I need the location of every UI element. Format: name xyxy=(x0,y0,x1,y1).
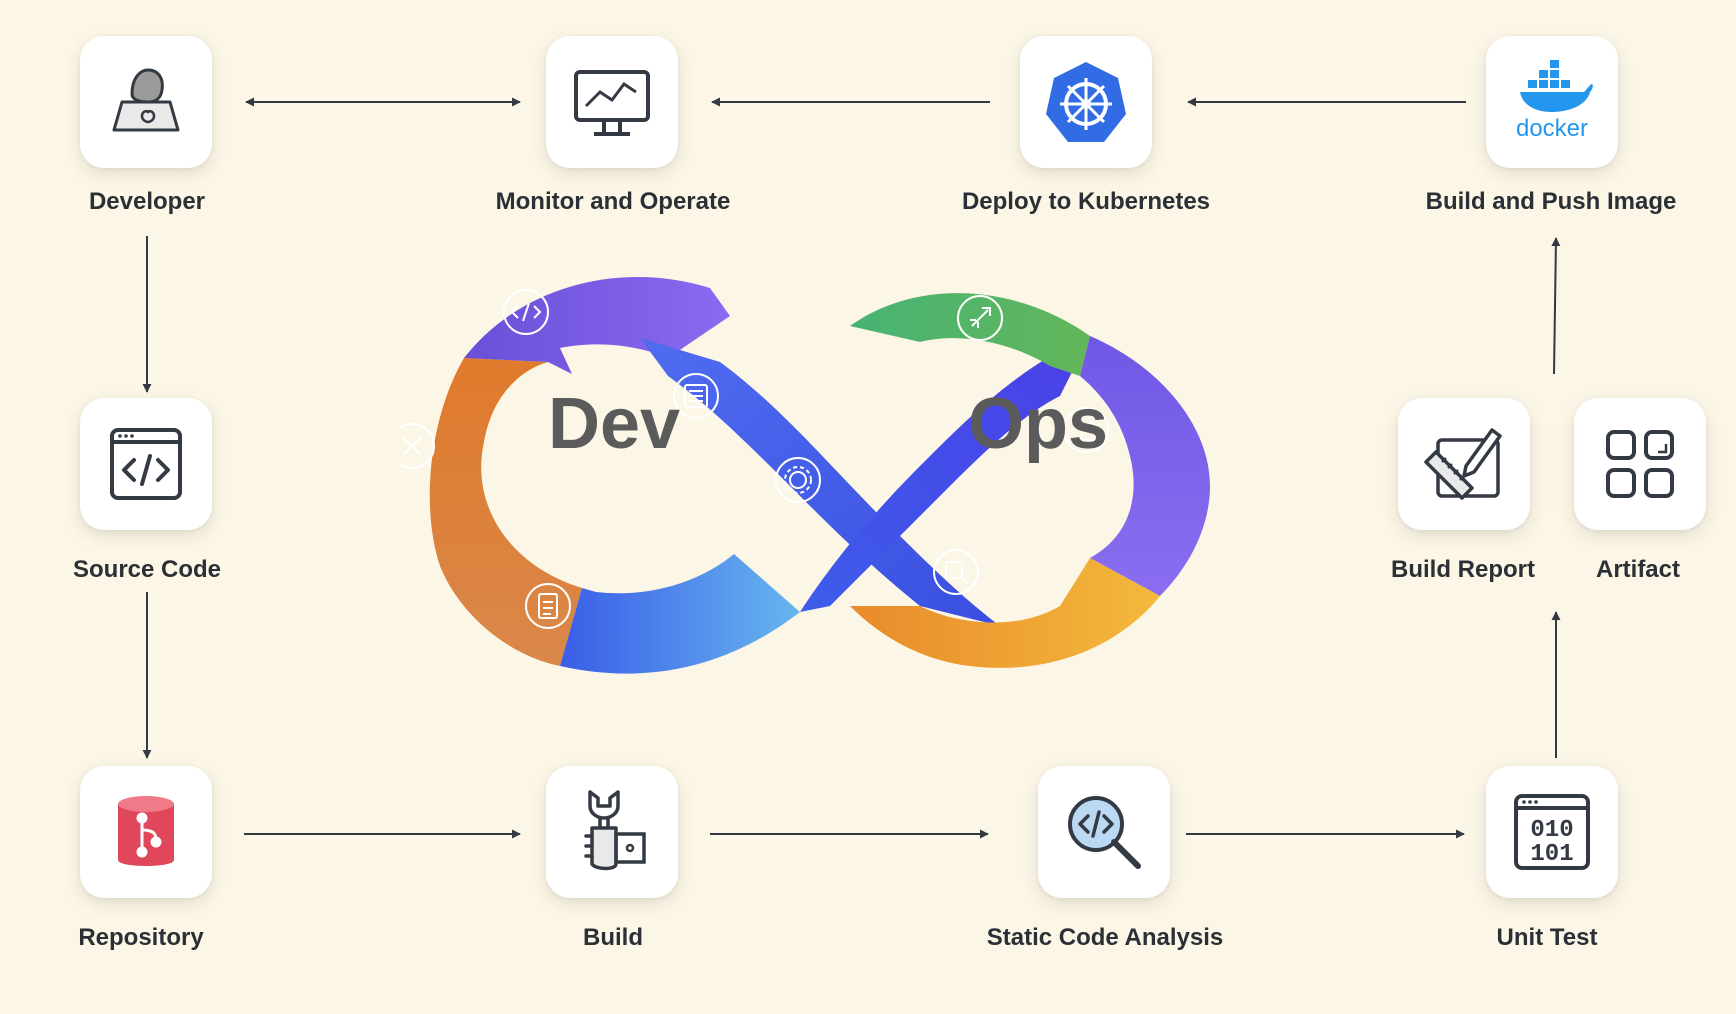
rocket-circle-icon xyxy=(957,295,1003,341)
binary-window-icon: 010 101 xyxy=(1514,794,1590,870)
deploy-node xyxy=(1020,36,1152,168)
loop-segment-build xyxy=(560,554,800,674)
robot-arm-circle-icon xyxy=(1063,407,1109,453)
devops-infinity-loop: Dev Ops xyxy=(400,276,1210,674)
wrench-hand-icon xyxy=(584,790,646,871)
monitor-label: Monitor and Operate xyxy=(495,188,731,215)
magnifier-code-icon xyxy=(1068,796,1141,869)
monitor-node xyxy=(546,36,678,168)
static-analysis-node xyxy=(1038,766,1170,898)
loop-segment-monitor xyxy=(850,558,1160,668)
binary-bottom-text: 101 xyxy=(1530,841,1573,868)
build-node xyxy=(546,766,678,898)
repository-node xyxy=(80,766,212,898)
unit-test-label: Unit Test xyxy=(1496,924,1598,951)
build-report-node xyxy=(1398,398,1530,530)
deploy-label: Deploy to Kubernetes xyxy=(961,188,1211,215)
dev-word: Dev xyxy=(548,384,680,464)
gear-circle-icon xyxy=(775,457,821,503)
ops-word: Ops xyxy=(968,384,1108,464)
loop-segment-cross-b xyxy=(800,336,1090,612)
grid-squares-icon xyxy=(1606,430,1674,498)
repository-label: Repository xyxy=(78,924,204,951)
docker-wordmark: docker xyxy=(1516,115,1588,142)
source-code-label: Source Code xyxy=(72,556,222,583)
docker-label: Build and Push Image xyxy=(1425,188,1677,215)
loop-segment-deploy xyxy=(1080,336,1210,596)
build-report-label: Build Report xyxy=(1391,556,1535,583)
tools-circle-icon xyxy=(400,423,435,469)
binary-top-text: 010 xyxy=(1530,817,1573,844)
kubernetes-wheel-icon xyxy=(1046,62,1126,142)
code-window-icon xyxy=(110,428,182,500)
developer-label: Developer xyxy=(88,188,206,215)
unit-test-node: 010 101 xyxy=(1486,766,1618,898)
checklist-circle-icon xyxy=(673,373,719,419)
code-circle-icon xyxy=(503,289,549,335)
docker-whale-icon: docker xyxy=(1516,60,1593,142)
artifact-label: Artifact xyxy=(1595,556,1680,583)
developer-laptop-icon xyxy=(112,68,180,132)
loop-segment-release xyxy=(850,293,1090,376)
monitor-chart-icon xyxy=(574,70,650,136)
map-search-circle-icon xyxy=(933,549,979,595)
loop-segment-plan xyxy=(429,358,582,666)
artifact-node xyxy=(1574,398,1706,530)
developer-node xyxy=(80,36,212,168)
arrow-report-docker xyxy=(1551,237,1561,375)
docker-node: docker xyxy=(1486,36,1618,168)
source-code-node xyxy=(80,398,212,530)
clipboard-circle-icon xyxy=(525,583,571,629)
build-label: Build xyxy=(583,924,643,951)
static-analysis-label: Static Code Analysis xyxy=(986,924,1224,951)
git-cylinder-icon xyxy=(118,796,174,866)
ruler-pencil-icon xyxy=(1424,428,1502,500)
